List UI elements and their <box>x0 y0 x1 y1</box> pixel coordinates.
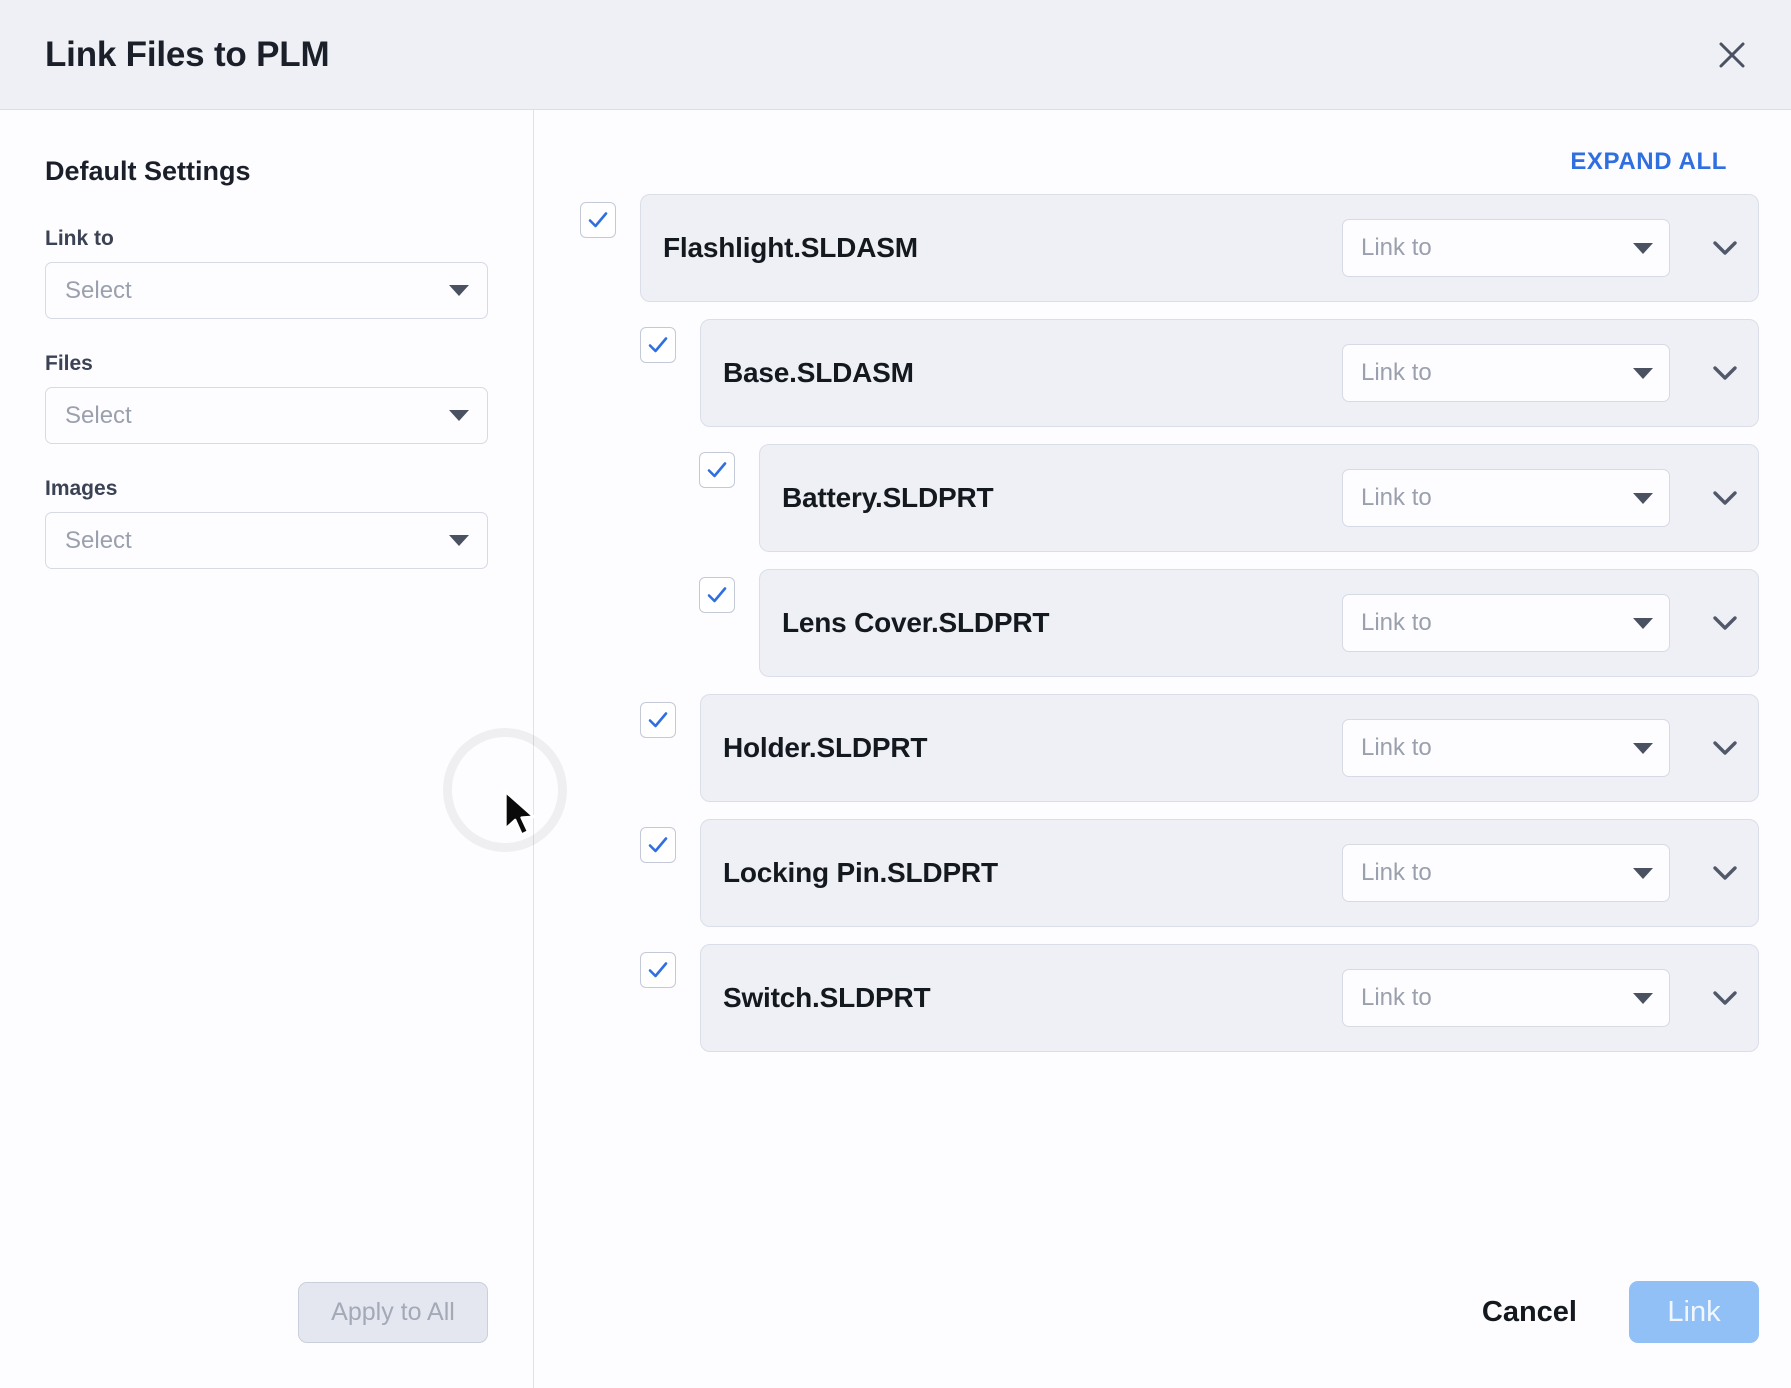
row-link-to-value: Link to <box>1361 484 1432 511</box>
row-link-to-value: Link to <box>1361 859 1432 886</box>
field-files: Files Select <box>45 352 488 444</box>
tree-row: Locking Pin.SLDPRT Link to <box>534 819 1759 927</box>
chevron-down-icon <box>1633 492 1653 504</box>
row-link-to-select[interactable]: Link to <box>1342 344 1670 402</box>
tree-row: Battery.SLDPRT Link to <box>534 444 1759 552</box>
chevron-down-icon <box>1633 867 1653 879</box>
row-link-to-value: Link to <box>1361 984 1432 1011</box>
chevron-down-icon[interactable] <box>1692 363 1758 383</box>
default-settings-title: Default Settings <box>45 156 251 186</box>
row-link-to-select[interactable]: Link to <box>1342 219 1670 277</box>
file-tree: Flashlight.SLDASM Link to Base.SLDASM Link … <box>534 176 1759 1388</box>
chevron-down-icon <box>449 410 469 421</box>
row-checkbox[interactable] <box>699 452 735 488</box>
tree-row: Switch.SLDPRT Link to <box>534 944 1759 1052</box>
row-link-to-value: Link to <box>1361 734 1432 761</box>
row-link-to-value: Link to <box>1361 609 1432 636</box>
row-card: Battery.SLDPRT Link to <box>759 444 1759 552</box>
dialog-footer: Cancel Link <box>1464 1281 1759 1343</box>
chevron-down-icon <box>449 535 469 546</box>
tree-row: Flashlight.SLDASM Link to <box>534 194 1759 302</box>
tree-row: Holder.SLDPRT Link to <box>534 694 1759 802</box>
images-select-value: Select <box>65 526 132 554</box>
row-checkbox[interactable] <box>580 202 616 238</box>
chevron-down-icon[interactable] <box>1692 988 1758 1008</box>
row-file-name: Flashlight.SLDASM <box>663 232 918 263</box>
row-card: Base.SLDASM Link to <box>700 319 1759 427</box>
row-link-to-value: Link to <box>1361 234 1432 261</box>
file-tree-toolbar: EXPAND ALL <box>534 110 1759 176</box>
row-checkbox[interactable] <box>640 702 676 738</box>
row-link-to-select[interactable]: Link to <box>1342 594 1670 652</box>
tree-row: Lens Cover.SLDPRT Link to <box>534 569 1759 677</box>
row-checkbox[interactable] <box>640 327 676 363</box>
chevron-down-icon[interactable] <box>1692 238 1758 258</box>
field-label-images: Images <box>45 477 118 500</box>
link-button[interactable]: Link <box>1629 1281 1759 1343</box>
chevron-down-icon[interactable] <box>1692 488 1758 508</box>
row-file-name: Lens Cover.SLDPRT <box>782 607 1050 638</box>
cancel-button[interactable]: Cancel <box>1481 1295 1577 1328</box>
dialog-body: Default Settings Link to Select Files Se… <box>0 110 1791 1388</box>
files-select[interactable]: Select <box>45 387 488 444</box>
page-title: Link Files to PLM <box>45 34 330 74</box>
row-card: Holder.SLDPRT Link to <box>700 694 1759 802</box>
row-link-to-select[interactable]: Link to <box>1342 719 1670 777</box>
tree-row: Base.SLDASM Link to <box>534 319 1759 427</box>
files-select-value: Select <box>65 401 132 429</box>
link-to-select-value: Select <box>65 276 132 304</box>
row-file-name: Switch.SLDPRT <box>723 982 931 1013</box>
row-link-to-select[interactable]: Link to <box>1342 469 1670 527</box>
expand-all-button[interactable]: EXPAND ALL <box>1570 148 1727 175</box>
field-link-to: Link to Select <box>45 227 488 319</box>
link-to-select[interactable]: Select <box>45 262 488 319</box>
row-file-name: Base.SLDASM <box>723 357 914 388</box>
images-select[interactable]: Select <box>45 512 488 569</box>
row-checkbox[interactable] <box>640 952 676 988</box>
dialog-header: Link Files to PLM <box>0 0 1791 110</box>
row-card: Lens Cover.SLDPRT Link to <box>759 569 1759 677</box>
row-link-to-select[interactable]: Link to <box>1342 969 1670 1027</box>
row-file-name: Battery.SLDPRT <box>782 482 994 513</box>
row-card: Switch.SLDPRT Link to <box>700 944 1759 1052</box>
chevron-down-icon <box>1633 242 1653 254</box>
field-images: Images Select <box>45 477 488 569</box>
apply-to-all-button[interactable]: Apply to All <box>298 1282 488 1343</box>
row-card: Locking Pin.SLDPRT Link to <box>700 819 1759 927</box>
chevron-down-icon <box>1633 617 1653 629</box>
row-checkbox[interactable] <box>640 827 676 863</box>
apply-to-all-wrap: Apply to All <box>45 1282 488 1343</box>
row-link-to-value: Link to <box>1361 359 1432 386</box>
chevron-down-icon <box>449 285 469 296</box>
chevron-down-icon[interactable] <box>1692 738 1758 758</box>
row-file-name: Locking Pin.SLDPRT <box>723 857 998 888</box>
row-link-to-select[interactable]: Link to <box>1342 844 1670 902</box>
chevron-down-icon[interactable] <box>1692 613 1758 633</box>
chevron-down-icon[interactable] <box>1692 863 1758 883</box>
field-label-files: Files <box>45 352 93 375</box>
field-label-link-to: Link to <box>45 227 114 250</box>
chevron-down-icon <box>1633 992 1653 1004</box>
chevron-down-icon <box>1633 742 1653 754</box>
default-settings-panel: Default Settings Link to Select Files Se… <box>0 110 534 1388</box>
row-file-name: Holder.SLDPRT <box>723 732 928 763</box>
close-icon[interactable] <box>1709 32 1755 78</box>
row-checkbox[interactable] <box>699 577 735 613</box>
row-card: Flashlight.SLDASM Link to <box>640 194 1759 302</box>
chevron-down-icon <box>1633 367 1653 379</box>
